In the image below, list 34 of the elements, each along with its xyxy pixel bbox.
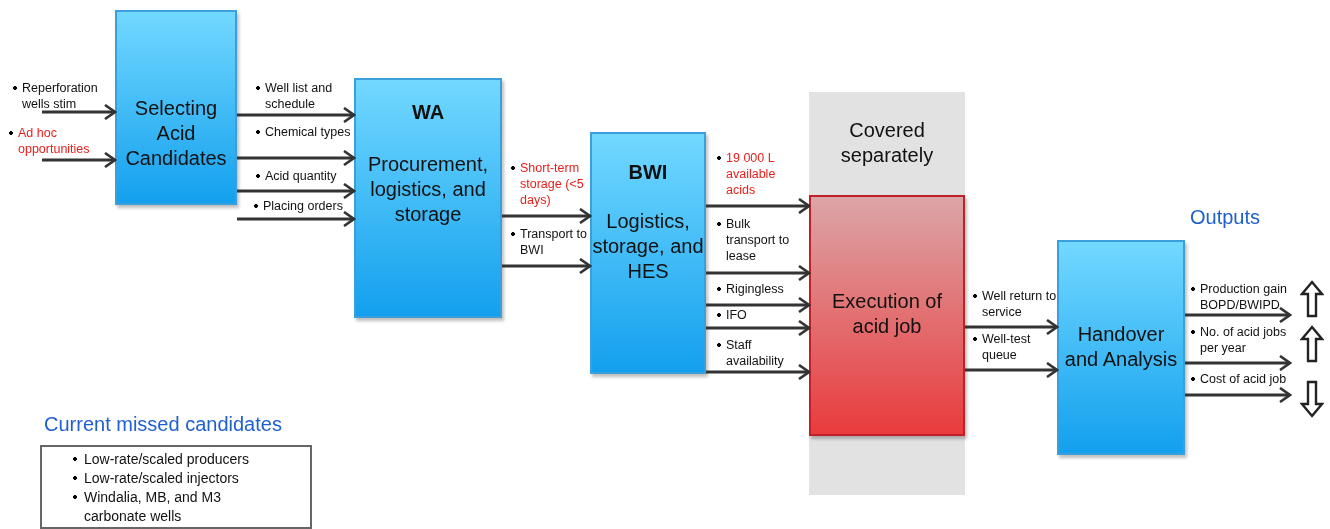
box-title: Logistics, storage, and HES <box>592 209 704 284</box>
arrow <box>965 318 1059 336</box>
box-title: Procurement, logistics, and storage <box>366 152 490 227</box>
arrow <box>237 106 356 124</box>
arrow <box>502 207 592 225</box>
arrow <box>1185 306 1292 324</box>
arrow <box>42 151 117 169</box>
process-box <box>115 10 237 205</box>
process-box <box>1057 240 1185 455</box>
box-title: Execution of acid job <box>830 289 944 339</box>
arrow <box>706 363 811 381</box>
process-box <box>354 78 502 318</box>
box-title: Selecting Acid Candidates <box>124 96 228 171</box>
arrow <box>237 182 356 200</box>
process-box <box>590 132 706 374</box>
box-title: Covered separately <box>839 118 935 168</box>
box-heading: WA <box>410 100 446 125</box>
arrow <box>706 296 811 314</box>
box-heading: BWI <box>627 160 669 185</box>
list-heading: Current missed candidates <box>44 413 282 436</box>
box-title: Handover and Analysis <box>1063 322 1179 372</box>
section-label: Outputs <box>1190 206 1261 229</box>
arrow <box>1185 386 1292 404</box>
shaded-band <box>809 92 965 495</box>
arrow <box>706 319 811 337</box>
arrow <box>706 264 811 282</box>
arrow <box>1185 354 1292 372</box>
arrow <box>237 149 356 167</box>
arrow <box>502 257 592 275</box>
arrow <box>237 210 356 228</box>
process-box <box>809 195 965 436</box>
arrow <box>965 361 1059 379</box>
arrow <box>706 197 811 215</box>
arrow <box>42 103 117 121</box>
